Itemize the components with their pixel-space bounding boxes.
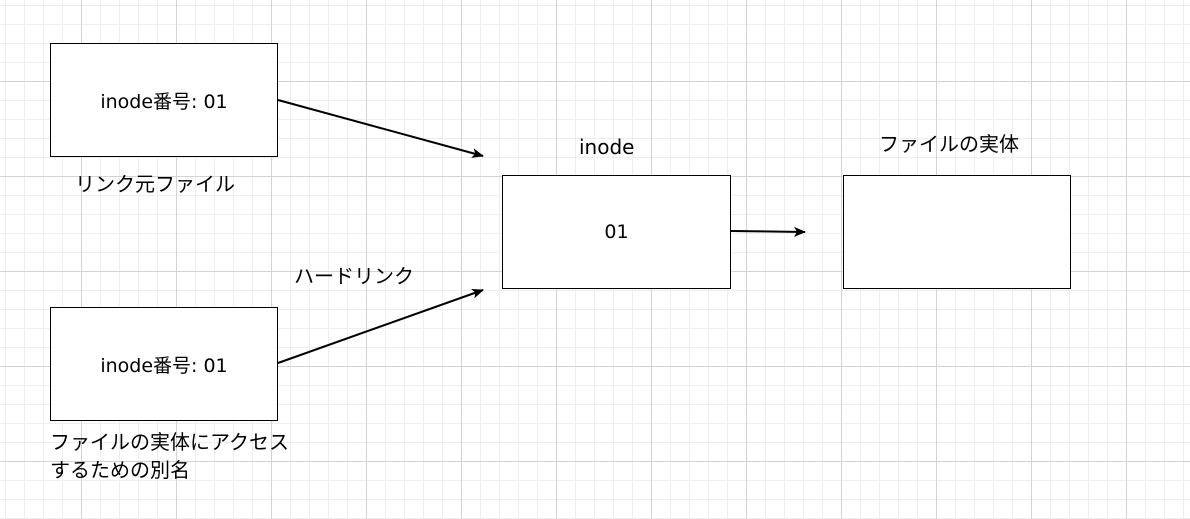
source-file-box[interactable]: inode番号: 01: [50, 43, 278, 157]
hardlink-caption: ハードリンク: [294, 264, 414, 288]
file-entity-title: ファイルの実体: [879, 132, 1019, 156]
source-file-box-text: inode番号: 01: [100, 90, 228, 113]
hardlink-file-box[interactable]: inode番号: 01: [50, 307, 278, 421]
file-entity-box[interactable]: [843, 175, 1071, 289]
inode-title: inode: [579, 135, 635, 159]
alias-caption-line1: ファイルの実体にアクセス: [50, 430, 289, 454]
alias-caption-line2: するための別名: [50, 458, 190, 482]
source-file-caption: リンク元ファイル: [75, 172, 235, 196]
inode-box[interactable]: 01: [502, 175, 731, 289]
arrow-source-to-inode[interactable]: [277, 99, 484, 158]
arrow-hardlink-to-inode[interactable]: [277, 288, 484, 364]
hardlink-file-box-text: inode番号: 01: [100, 354, 228, 377]
arrow-inode-to-file[interactable]: [730, 226, 806, 237]
inode-box-text: 01: [604, 221, 629, 243]
